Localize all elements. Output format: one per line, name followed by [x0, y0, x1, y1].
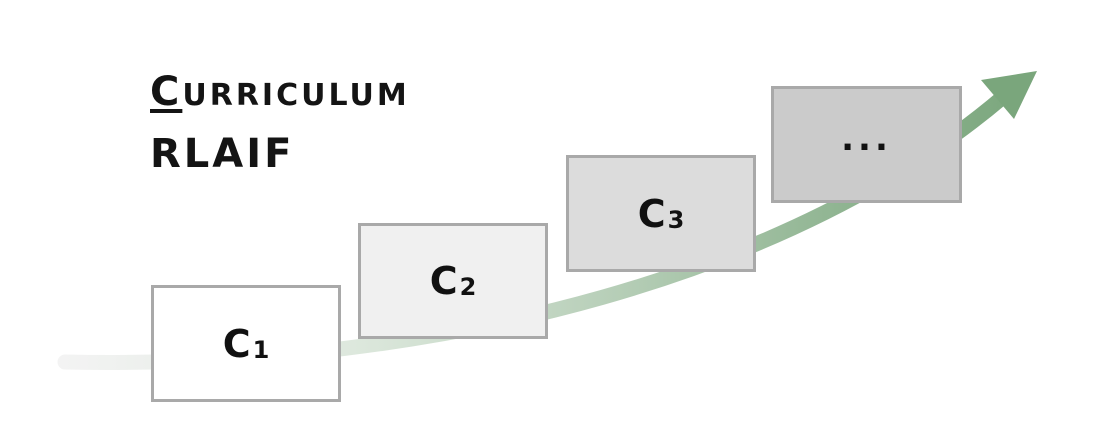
diagram-title: CURRICULUM RLAIF — [150, 72, 410, 174]
ellipsis-label: ... — [841, 118, 892, 159]
title-rest: URRICULUM — [182, 78, 410, 113]
title-initial: C — [150, 69, 183, 115]
title-line-curriculum: CURRICULUM — [150, 72, 410, 118]
stage-label: C — [637, 191, 666, 236]
title-line-rlaif: RLAIF — [150, 131, 295, 177]
arrow-head — [981, 71, 1037, 119]
stage-index: 1 — [252, 335, 270, 364]
stage-index: 2 — [459, 273, 477, 301]
stage-box-more: ... — [771, 86, 962, 203]
stage-label: C — [222, 321, 251, 366]
stage-index: 3 — [667, 205, 685, 234]
stage-label: C — [429, 259, 458, 303]
